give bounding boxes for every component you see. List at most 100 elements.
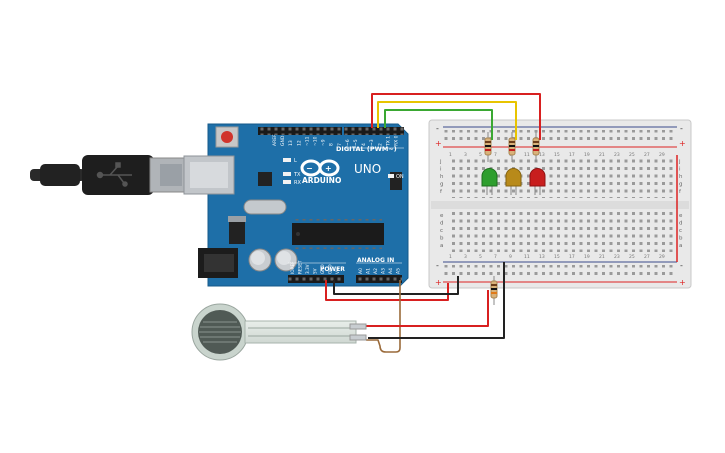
svg-text:−: − [306,164,313,173]
column-number: 1 [449,254,452,260]
atmega-chip [292,223,384,245]
column-number: 1 [449,152,452,158]
led-l-label: L [294,158,297,164]
digital-pin-label: ~10 [313,136,319,146]
digital-pwm-label: DIGITAL (PWM~) [336,145,397,153]
power-pin-label: Vin [335,267,340,274]
led-red [529,168,546,195]
power-pin-label: GND [328,264,333,274]
power-pin-label: RESET [298,260,303,274]
column-number: 17 [569,254,575,260]
usb-cable [30,155,189,195]
row-letter: h [440,174,444,180]
rail-plus-label-tl: + [435,139,442,148]
analog-pin-label: A0 [358,268,364,274]
wires [325,93,541,353]
analog-in-label: ANALOG IN [357,257,394,264]
arduino-model-label: UNO [354,162,381,176]
row-letter: f [440,189,443,195]
resistor-led-red [532,132,540,162]
row-letter: i [679,167,681,173]
wire-black-sensor [368,262,505,339]
digital-pin-label: ~5 [353,139,359,146]
digital-pin-label: ~11 [304,136,310,146]
row-letter: h [679,174,683,180]
digital-pin-label: RX 0 [394,135,400,146]
digital-pin-label: AREF [272,134,278,146]
column-number: 23 [614,152,620,158]
row-letter: g [440,182,444,188]
row-letter: j [678,159,681,165]
column-number: 3 [464,254,467,260]
led-tx-label: TX [293,172,301,178]
row-letter: g [679,182,683,188]
wire-red-5v [325,280,449,301]
digital-pin-label: 2 [377,143,383,146]
rail-minus-label-bl: - [436,261,439,270]
led-yellow [505,168,522,195]
on-label: ON [396,174,404,180]
rail-plus-label-tr: + [679,139,686,148]
analog-pin-label: A3 [381,268,387,274]
column-number: 25 [629,152,635,158]
arduino-brand-label: ARDUINO [302,176,341,185]
row-letter: b [679,236,683,242]
column-number: 25 [629,254,635,260]
rail-minus-label-br: - [680,261,683,270]
column-number: 23 [614,254,620,260]
digital-pin-label: GND [280,135,286,146]
led-l-indicator [283,158,291,162]
rail-minus-label-tr: - [680,124,683,133]
analog-pin-label: A5 [396,268,402,274]
row-letter: c [679,228,682,234]
power-pin-label: 3.3V [305,264,310,274]
column-number: 19 [584,152,590,158]
power-label: POWER [320,266,345,273]
fsr-pin-2 [349,334,367,341]
column-number: 7 [494,254,497,260]
column-number: 11 [524,152,530,158]
wire-yellow-pin3 [377,101,517,140]
led-rx-indicator [283,180,291,184]
terminal-strip-bottom [448,212,673,252]
digital-pin-label: ~3 [369,139,375,146]
wire-green-pin2 [384,109,493,140]
power-pin-label: 5V [313,268,318,274]
arduino-uno-board: − + ARDUINO UNO DIGITAL (PWM~) POWER ANA… [183,123,409,287]
power-pin-label: GND [320,264,325,274]
analog-pin-label: A1 [366,268,372,274]
power-pin-label: IOREF [290,261,295,274]
column-number: 5 [479,254,482,260]
column-number: 19 [584,254,590,260]
row-letter: i [440,167,442,173]
voltage-regulator [229,222,245,244]
resistor-led-green [484,132,492,162]
wire-red-pin4 [371,93,541,140]
column-number: 15 [554,254,560,260]
column-number: 9 [509,254,512,260]
column-number: 27 [644,152,650,158]
usb-icon [96,162,132,187]
fsr-tail [244,320,357,344]
row-letter: e [440,213,444,219]
row-letter: f [679,189,682,195]
digital-pin-label: ~6 [345,139,351,146]
digital-pin-label: 12 [296,140,302,146]
led-rx-label: RX [294,180,301,186]
column-number: 17 [569,152,575,158]
column-number: 21 [599,254,605,260]
force-sensitive-resistor [191,303,367,361]
column-number: 27 [644,254,650,260]
row-letter: d [679,221,683,227]
wire-black-gnd [333,276,459,295]
rail-minus-label-tl: - [436,124,439,133]
led-on-indicator [388,174,394,178]
